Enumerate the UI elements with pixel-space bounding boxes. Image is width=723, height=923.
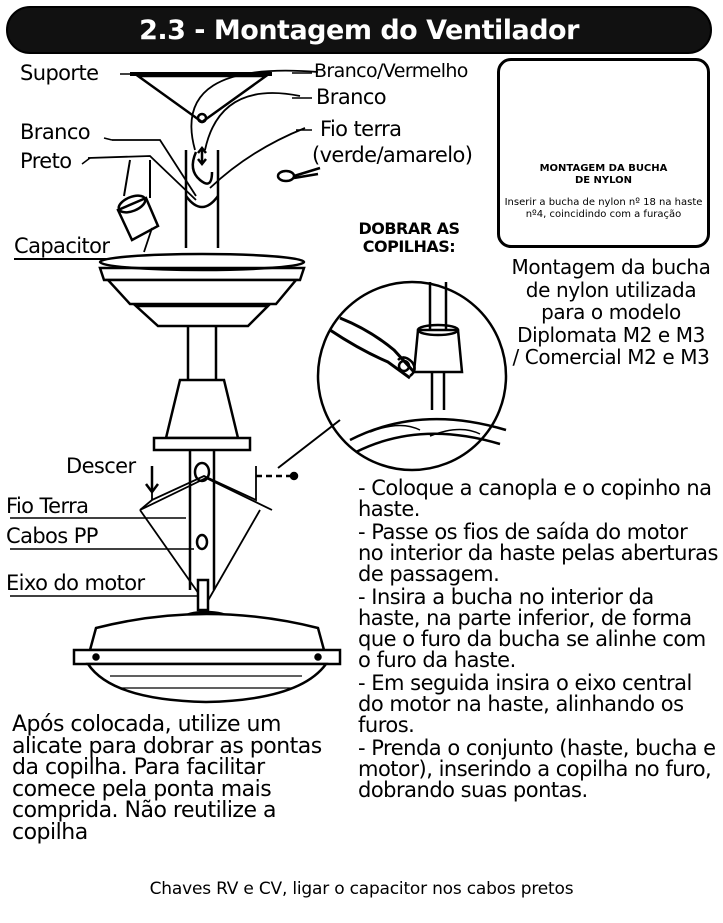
assembly-steps: - Coloque a canopla e o copinho na haste… xyxy=(358,478,718,803)
label-branco-vermelho: Branco/Vermelho xyxy=(314,60,468,82)
label-cabos-pp: Cabos PP xyxy=(6,524,98,548)
inset-title: MONTAGEM DA BUCHA DE NYLON xyxy=(500,163,707,186)
label-dobrar-copilhas: DOBRAR AS COPILHAS: xyxy=(358,219,460,257)
inset-title-line1: MONTAGEM DA BUCHA xyxy=(539,163,668,174)
step-item: - Coloque a canopla e o copinho na haste… xyxy=(358,476,712,521)
bottom-caption: Chaves RV e CV, ligar o capacitor nos ca… xyxy=(149,879,574,899)
inset-title-line2: DE NYLON xyxy=(574,174,633,186)
step-item: - Passe os fios de saída do motor no int… xyxy=(358,520,718,586)
label-fio-terra: Fio Terra xyxy=(6,494,89,518)
detail-circle-pliers xyxy=(277,280,508,472)
label-descer: Descer xyxy=(66,454,136,478)
inset-nylon-bushing-box: MONTAGEM DA BUCHA DE NYLON Inserir a buc… xyxy=(497,58,710,248)
section-title-bar: 2.3 - Montagem do Ventilador xyxy=(6,6,712,54)
label-suporte: Suporte xyxy=(20,61,99,85)
label-eixo-do-motor: Eixo do motor xyxy=(6,571,145,595)
label-capacitor: Capacitor xyxy=(14,234,110,260)
label-branco-left: Branco xyxy=(20,120,91,144)
label-verde-amarelo: (verde/amarelo) xyxy=(312,143,473,167)
inset-description: Inserir a bucha de nylon nº 18 na haste … xyxy=(504,197,703,220)
step-item: - Insira a bucha no interior da haste, n… xyxy=(358,585,706,672)
label-branco-right: Branco xyxy=(316,85,387,109)
label-fio-terra-top: Fio terra xyxy=(320,117,402,141)
step-item: - Em seguida insira o eixo central do mo… xyxy=(358,671,692,737)
cotter-pin-note: Após colocada, utilize um alicate para d… xyxy=(12,712,322,845)
step-item: - Prenda o conjunto (haste, bucha e moto… xyxy=(358,736,716,802)
nylon-bushing-model-note: Montagem da bucha de nylon utilizada par… xyxy=(511,255,711,370)
label-preto: Preto xyxy=(20,149,72,173)
section-title: 2.3 - Montagem do Ventilador xyxy=(139,14,579,46)
